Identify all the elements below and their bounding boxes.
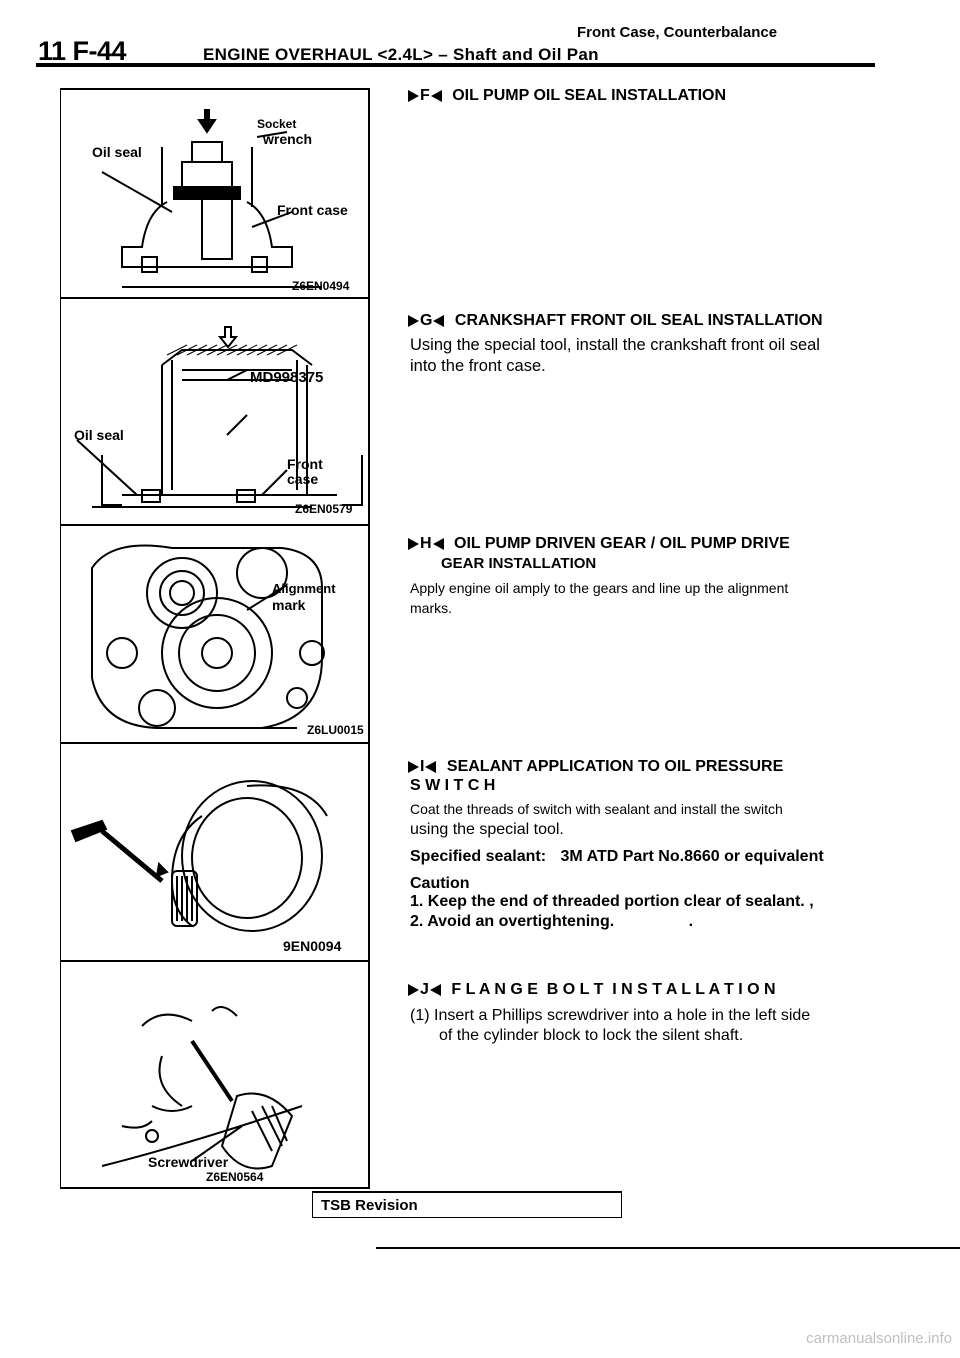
figure-code: Z6LU0015 — [307, 723, 364, 737]
figure-screwdriver-diagram — [101, 1006, 303, 1170]
caution-label: Caution — [410, 875, 470, 892]
figure-label: wrench — [263, 131, 313, 147]
section-h-title-cont: GEAR INSTALLATION — [441, 555, 597, 572]
figure-code: 9EN0094 — [283, 938, 342, 954]
caution-item: 2. Avoid an overtightening. . — [410, 911, 872, 932]
caution-item-end: . — [688, 913, 694, 930]
section-h-title: OIL PUMP DRIVEN GEAR / OIL PUMP DRIVE — [454, 535, 790, 552]
figure-label: Alignment — [272, 581, 336, 596]
pointer-left-icon — [430, 89, 442, 102]
figure-label: case — [287, 471, 319, 487]
figure-special-tool-diagram — [76, 326, 363, 508]
section-j-heading: J F L A N G E B O L T I N S T A L L A T … — [408, 981, 776, 999]
page-number: 11 F-44 — [38, 36, 127, 66]
figure-label: Front — [287, 456, 323, 472]
section-g-body: Using the special tool, install the cran… — [410, 336, 820, 354]
figure-label: Socket — [257, 117, 297, 131]
play-arrow-icon — [408, 314, 419, 327]
pointer-left-icon — [425, 760, 437, 773]
section-j-body: (1) Insert a Phillips screwdriver into a… — [410, 1007, 811, 1024]
figure-separator — [60, 297, 370, 299]
figure-oil-pressure-switch-diagram — [70, 780, 328, 932]
spec-value: 3M ATD Part No.8660 or equivalent — [560, 848, 824, 865]
section-j-body: of the cylinder block to lock the silent… — [439, 1027, 744, 1044]
section-letter: G — [420, 312, 433, 329]
header-rule — [36, 63, 875, 67]
pointer-left-icon — [432, 537, 444, 550]
caution-item: 1. Keep the end of threaded portion clea… — [410, 893, 814, 910]
caution-item-text: 2. Avoid an overtightening. — [410, 913, 615, 930]
section-g-heading: G CRANKSHAFT FRONT OIL SEAL INSTALLATION — [408, 312, 823, 330]
section-title: ENGINE OVERHAUL <2.4L> – Shaft and Oil P… — [203, 45, 599, 64]
figure-separator — [60, 742, 370, 744]
section-i-spec: Specified sealant: 3M ATD Part No.8660 o… — [410, 846, 872, 867]
spec-label: Specified sealant: — [410, 848, 547, 865]
figure-label: Oil seal — [92, 144, 142, 160]
section-subtitle: Front Case, Counterbalance — [577, 24, 778, 41]
section-h-body: Apply engine oil amply to the gears and … — [410, 580, 789, 596]
section-h-body: marks. — [410, 600, 452, 616]
section-g-title: CRANKSHAFT FRONT OIL SEAL INSTALLATION — [454, 312, 823, 329]
figure-label: Front case — [277, 202, 348, 218]
footer-rule — [376, 1247, 960, 1249]
figure-bottom-border — [60, 1187, 370, 1189]
figure-label: Screwdriver — [148, 1154, 229, 1170]
section-i-title: SEALANT APPLICATION TO OIL PRESSURE — [446, 758, 784, 775]
figure-separator — [60, 960, 370, 962]
section-letter: J — [420, 981, 429, 998]
section-letter: H — [420, 535, 432, 552]
figure-code: Z6EN0494 — [292, 279, 350, 293]
figure-socket-wrench-diagram — [101, 109, 322, 288]
section-i-body: Coat the threads of switch with sealant … — [410, 801, 783, 817]
pointer-left-icon — [433, 314, 445, 327]
tsb-revision-label: TSB Revision — [321, 1197, 418, 1214]
section-g-body: into the front case. — [410, 357, 546, 375]
figure-code: Z6EN0579 — [295, 502, 353, 516]
section-i-body: using the special tool. — [410, 821, 564, 838]
tsb-revision-box: TSB Revision — [312, 1191, 622, 1218]
figure-label: Oil seal — [74, 427, 124, 443]
section-letter: F — [420, 87, 430, 104]
section-i-heading: I SEALANT APPLICATION TO OIL PRESSURE — [408, 758, 783, 776]
figure-code: Z6EN0564 — [206, 1170, 264, 1184]
play-arrow-icon — [408, 537, 419, 550]
section-letter: I — [420, 758, 425, 775]
figure-separator — [60, 524, 370, 526]
figure-label: mark — [272, 597, 306, 613]
play-arrow-icon — [408, 760, 419, 773]
section-h-heading: H OIL PUMP DRIVEN GEAR / OIL PUMP DRIVE — [408, 535, 790, 553]
section-j-title: F L A N G E B O L T I N S T A L L A T I … — [451, 981, 776, 998]
figure-label: MD998375 — [250, 369, 324, 386]
section-i-title-cont: S W I T C H — [410, 777, 496, 794]
column-divider — [368, 88, 370, 1188]
play-arrow-icon — [408, 983, 419, 996]
figure-column-left-border — [60, 88, 61, 1188]
pointer-left-icon — [429, 983, 441, 996]
figure-oil-pump-gears-diagram — [91, 544, 325, 729]
figure-top-border — [60, 88, 370, 90]
watermark: carmanualsonline.info — [806, 1330, 952, 1347]
section-f-title: OIL PUMP OIL SEAL INSTALLATION — [452, 87, 727, 104]
section-f-heading: F OIL PUMP OIL SEAL INSTALLATION — [408, 87, 726, 105]
play-arrow-icon — [408, 89, 419, 102]
